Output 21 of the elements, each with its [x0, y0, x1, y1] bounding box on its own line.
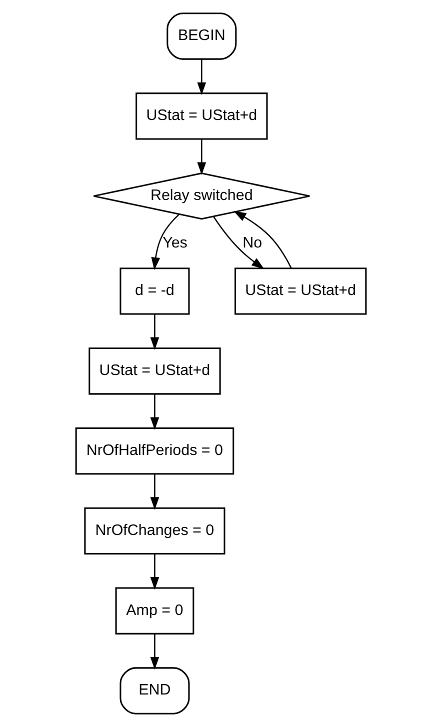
arrow	[150, 634, 159, 670]
node-box: NrOfChanges = 0	[84, 507, 225, 555]
arrow	[150, 474, 159, 510]
node-box: END	[119, 667, 190, 714]
arrow	[196, 59, 206, 96]
node-box: Amp = 0	[114, 587, 194, 634]
arrow	[150, 214, 180, 270]
edge-label: Yes	[162, 234, 187, 252]
arrow	[196, 139, 206, 175]
arrow	[150, 554, 159, 590]
node-box: BEGIN	[166, 12, 236, 60]
arrow	[150, 314, 159, 350]
node-box: UStat = UStat+d	[135, 92, 268, 140]
arrow	[232, 210, 292, 268]
node-box: d = -d	[119, 268, 190, 315]
arrow	[150, 394, 159, 430]
arrow	[212, 216, 264, 270]
node-box: UStat = UStat+d	[234, 268, 366, 315]
edge-label: No	[242, 234, 262, 252]
node-box: NrOfHalfPeriods = 0	[74, 427, 234, 475]
node-box: UStat = UStat+d	[88, 348, 220, 395]
